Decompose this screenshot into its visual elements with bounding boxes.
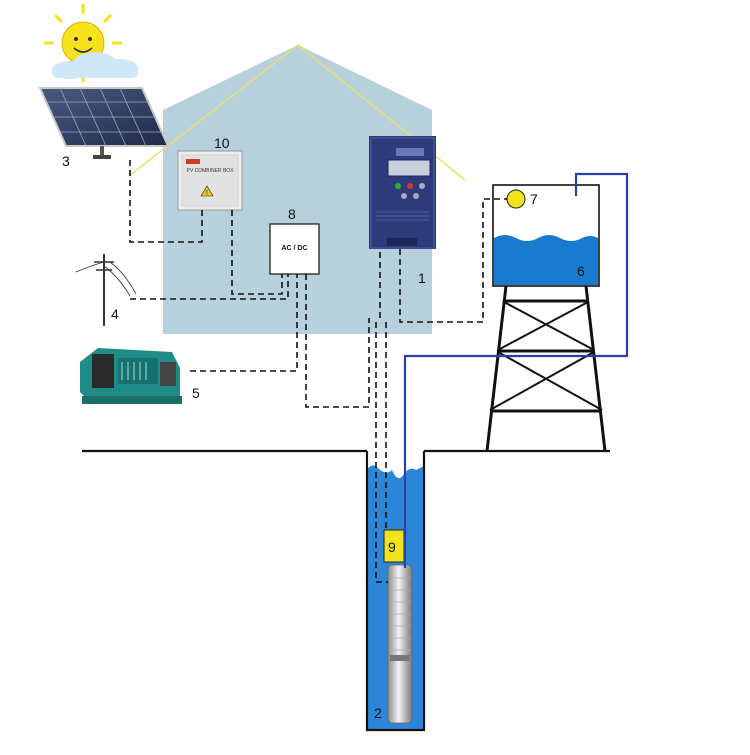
cable-inverter-float bbox=[399, 198, 507, 323]
float-switch bbox=[506, 189, 526, 209]
water-pipe bbox=[403, 172, 629, 568]
cloud-icon bbox=[52, 52, 138, 79]
house bbox=[129, 44, 466, 334]
svg-text:!: ! bbox=[206, 190, 208, 197]
label-pump: 2 bbox=[374, 705, 382, 721]
combiner-box-title: PV COMBINER BOX bbox=[187, 168, 235, 174]
cable-acdc-inverter bbox=[305, 274, 370, 408]
cable-grid-acdc bbox=[130, 274, 289, 300]
label-water-level-sensor: 9 bbox=[388, 539, 396, 555]
pump-inverter bbox=[369, 136, 436, 249]
label-combiner-box: 10 bbox=[214, 135, 230, 151]
cable-inverter-pump bbox=[375, 322, 388, 583]
label-generator: 5 bbox=[192, 385, 200, 401]
acdc-box-label: AC / DC bbox=[281, 245, 307, 252]
label-float-switch: 7 bbox=[530, 191, 538, 207]
cable-connections bbox=[129, 160, 507, 583]
solar-panel bbox=[38, 87, 170, 159]
combiner-box: PV COMBINER BOX ! bbox=[177, 150, 243, 211]
label-solar-panel: 3 bbox=[62, 153, 70, 169]
label-water-tank: 6 bbox=[577, 263, 585, 279]
cable-generator-acdc bbox=[190, 274, 298, 372]
label-inverter: 1 bbox=[418, 270, 426, 286]
cable-combiner-acdc bbox=[231, 210, 283, 295]
water-tower bbox=[485, 184, 607, 452]
power-pole-icon bbox=[75, 254, 137, 326]
label-acdc-switch: 8 bbox=[288, 206, 296, 222]
cable-solar-combiner bbox=[129, 160, 203, 243]
label-power-grid: 4 bbox=[111, 306, 119, 322]
warning-icon bbox=[200, 185, 214, 197]
generator-icon bbox=[80, 348, 182, 404]
submersible-pump bbox=[387, 564, 413, 724]
acdc-switch-box: AC / DC bbox=[269, 223, 320, 275]
